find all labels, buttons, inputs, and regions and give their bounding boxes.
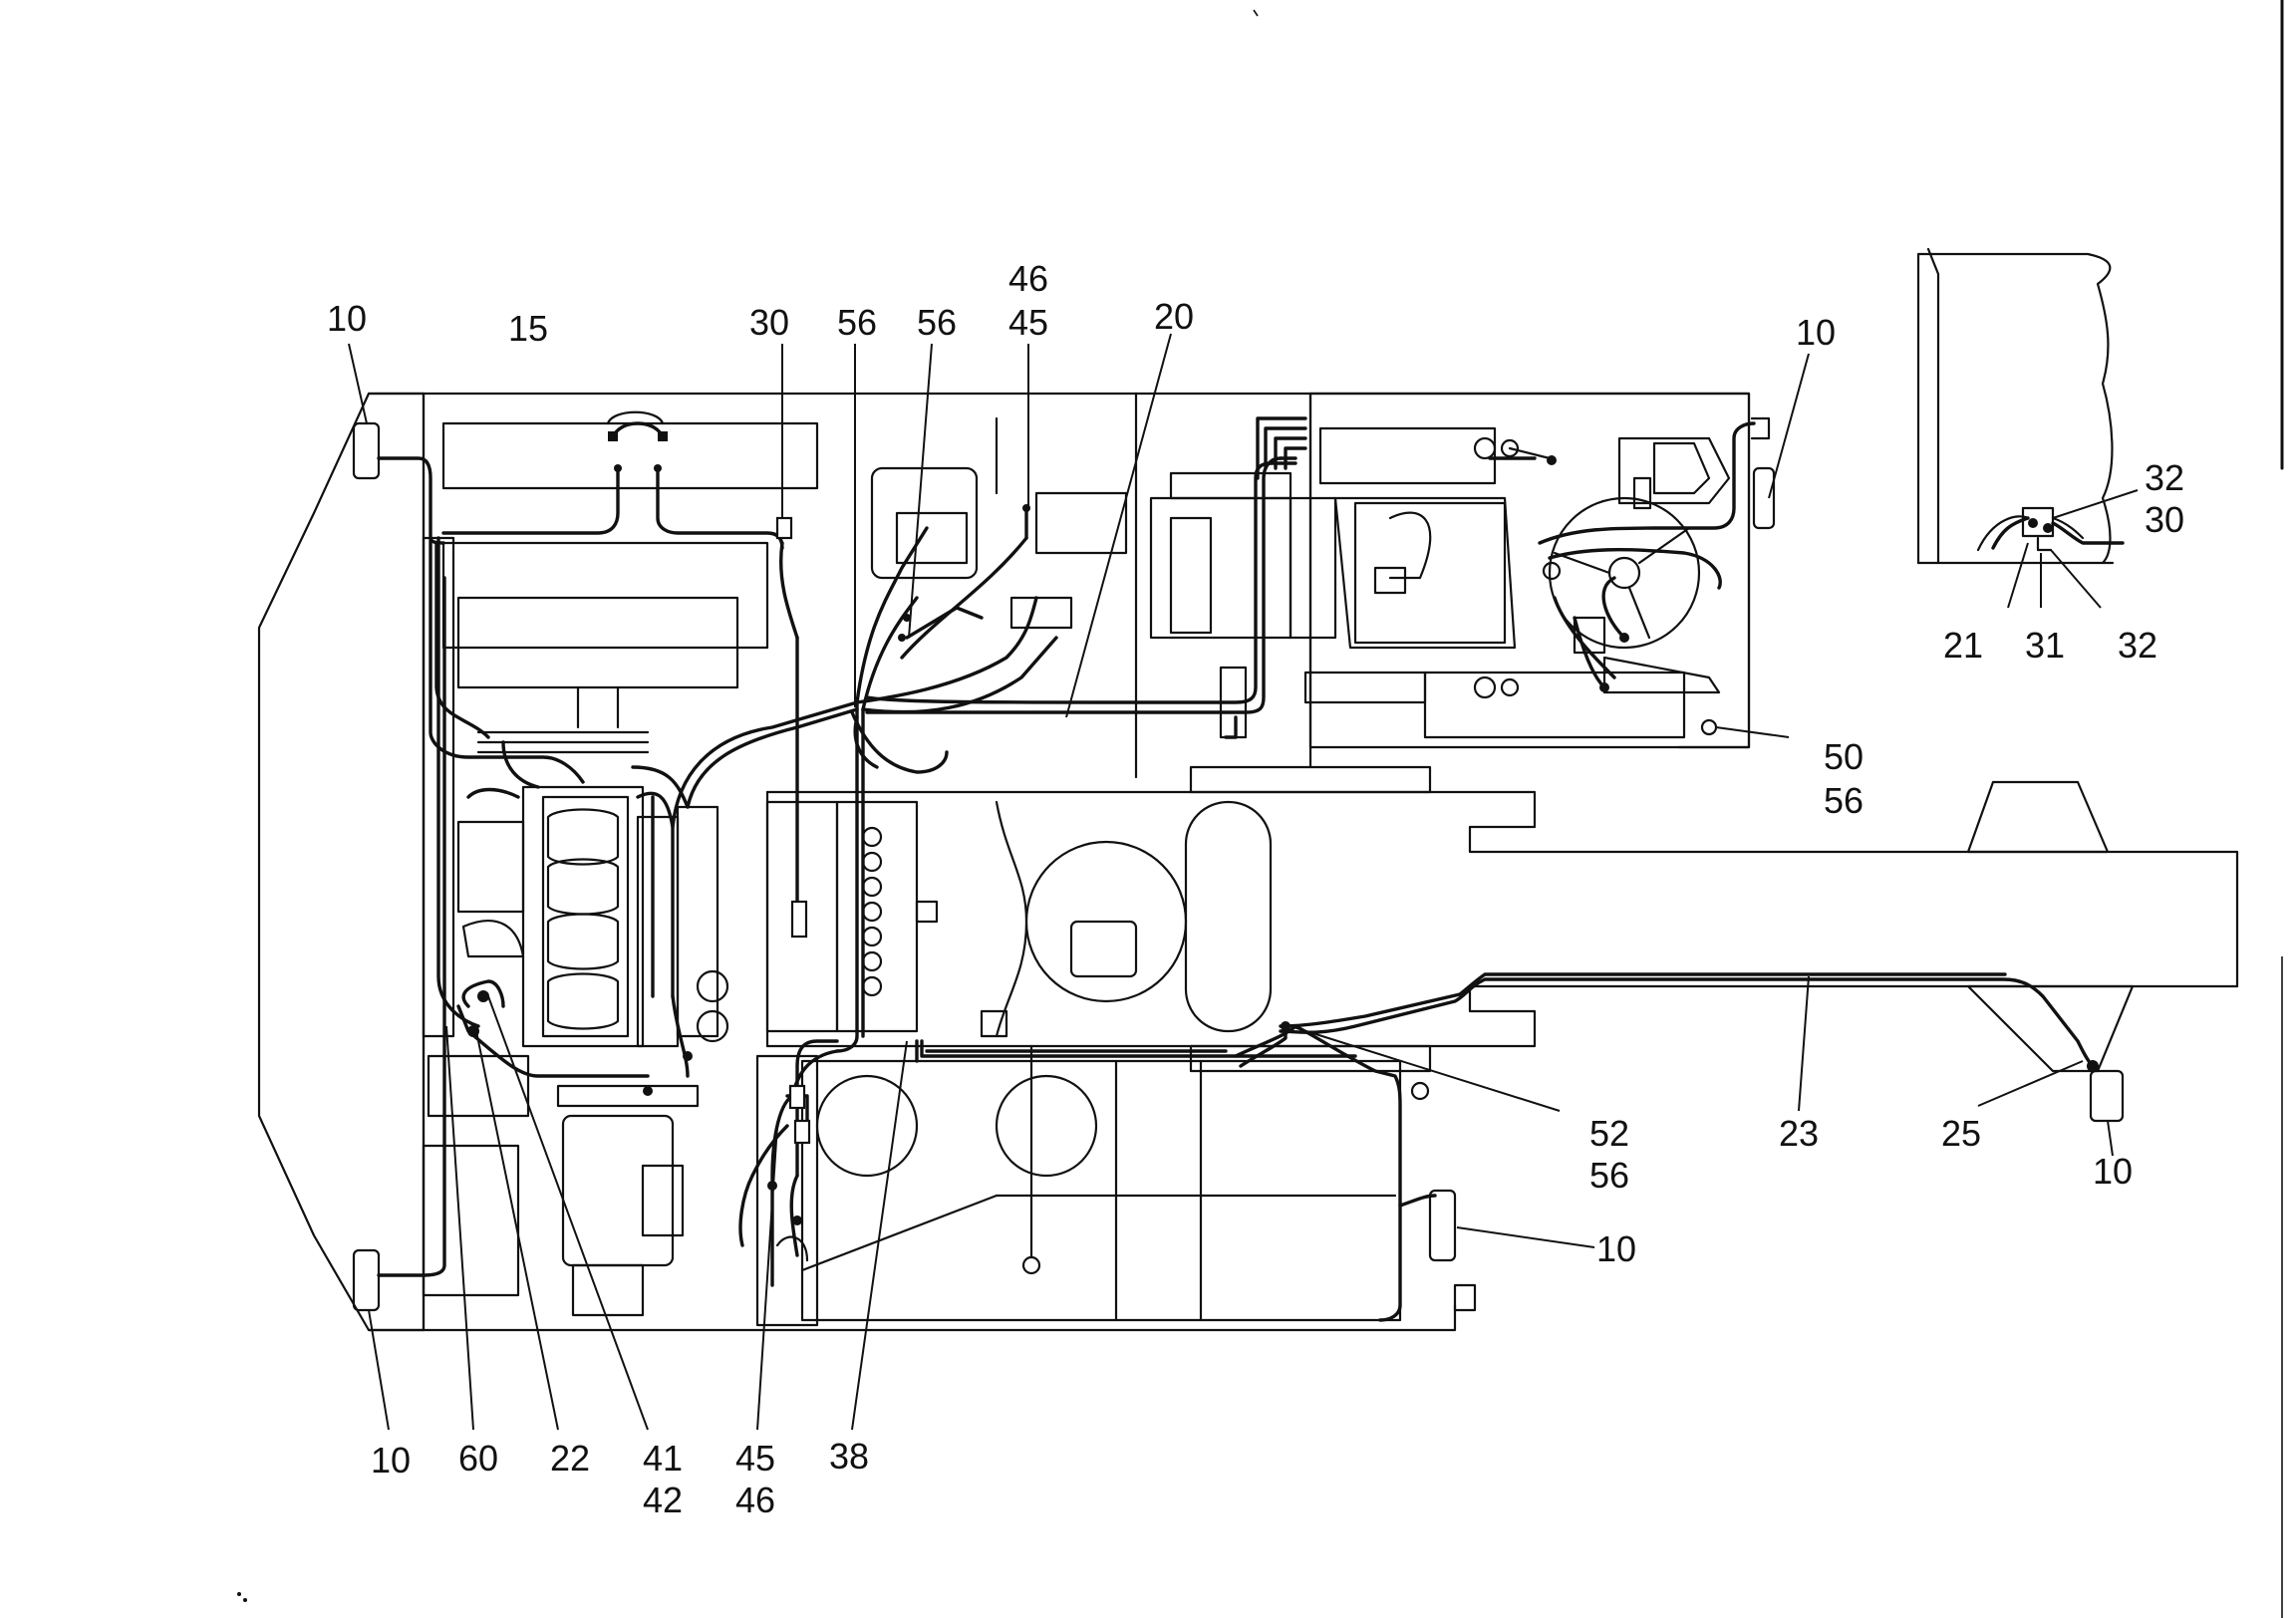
callout-10-top-right: 10	[1796, 312, 1836, 353]
leader-lines	[348, 333, 2139, 1431]
front-lamp-top-left	[352, 421, 381, 480]
callout-56-b: 56	[917, 302, 957, 343]
callout-25: 25	[1941, 1113, 1981, 1154]
callout-31: 31	[2025, 625, 2065, 666]
callout-22: 22	[550, 1438, 590, 1479]
operator-area	[1149, 392, 1751, 749]
callout-46-bottom: 46	[735, 1480, 775, 1520]
callout-30-inset: 30	[2145, 499, 2184, 540]
side-lamp-right	[1752, 466, 1776, 530]
callout-20: 20	[1154, 296, 1194, 337]
front-lamp-bottom-left	[352, 1248, 381, 1312]
rear-lamp-right	[2089, 1069, 2125, 1123]
callout-10-rear-right: 10	[2093, 1151, 2133, 1192]
callout-46-top: 46	[1008, 258, 1048, 299]
callout-60: 60	[458, 1438, 498, 1479]
callout-23: 23	[1779, 1113, 1819, 1154]
callout-30: 30	[749, 302, 789, 343]
cab-center	[755, 416, 1402, 1327]
callout-32-upper: 32	[2145, 457, 2184, 498]
callout-21: 21	[1943, 625, 1983, 666]
callout-10-rear-lower: 10	[1596, 1228, 1636, 1269]
callout-32-lower: 32	[2118, 625, 2157, 666]
callout-56-lower: 56	[1589, 1155, 1629, 1196]
callout-10-top-left: 10	[327, 298, 367, 339]
callout-52: 52	[1589, 1113, 1629, 1154]
callout-labels: 10 15 30 56 56 46 45 20 10 32 30 21 31 3…	[327, 258, 2184, 1520]
callout-10-bottom-left: 10	[371, 1440, 411, 1481]
lamps	[352, 416, 2125, 1312]
callout-45-top: 45	[1008, 302, 1048, 343]
callout-42: 42	[643, 1480, 683, 1520]
callout-15: 15	[508, 308, 548, 349]
callout-38: 38	[829, 1436, 869, 1477]
callout-56-a: 56	[837, 302, 877, 343]
wire-harness	[377, 416, 2125, 1322]
callout-50: 50	[1824, 736, 1864, 777]
callout-45-bottom: 45	[735, 1438, 775, 1479]
callout-56-right: 56	[1824, 780, 1864, 821]
detail-inset	[1916, 247, 2115, 565]
rear-lamp-bottom	[1428, 1189, 1457, 1262]
callout-41: 41	[643, 1438, 683, 1479]
